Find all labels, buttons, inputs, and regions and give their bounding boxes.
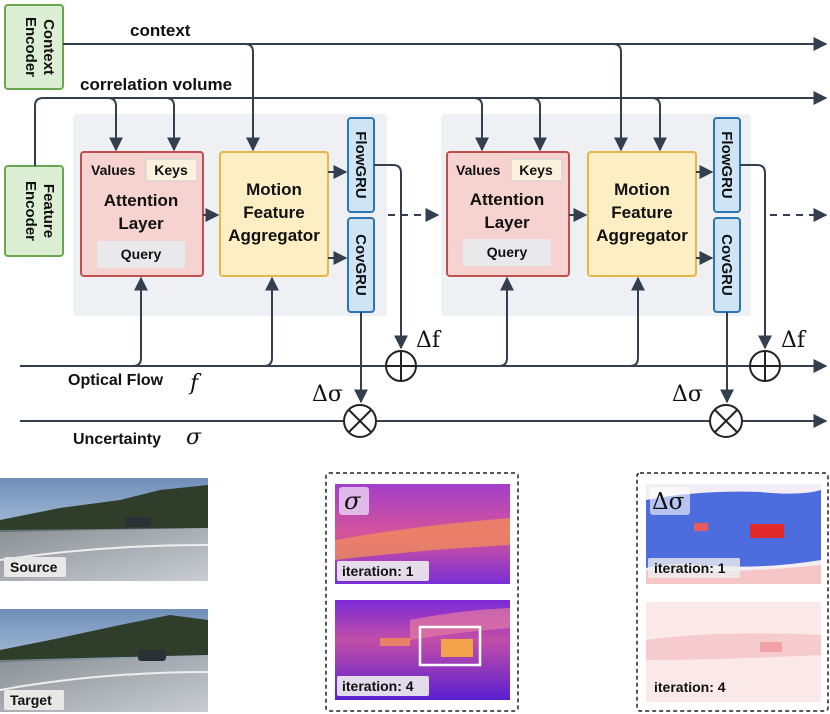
svg-text:Context: Context xyxy=(40,19,57,75)
svg-text:Query: Query xyxy=(487,244,528,260)
internal-arrows xyxy=(203,164,772,404)
svg-text:Feature: Feature xyxy=(611,203,672,222)
delta-f-label-2: Δf xyxy=(781,328,807,353)
add-operators xyxy=(385,350,781,382)
delta-iter1-label: iteration: 1 xyxy=(654,560,726,576)
svg-text:Aggregator: Aggregator xyxy=(596,226,688,245)
cov-gru-2: CovGRU xyxy=(713,217,741,313)
target-label: Target xyxy=(10,692,52,708)
highlight-box xyxy=(418,625,482,667)
delta-sigma-label-1: Δσ xyxy=(312,382,343,407)
delta-sigma-map-iter1: Δσ iteration: 1 xyxy=(646,484,821,584)
delta-sigma-panel-border xyxy=(636,472,829,712)
flow-gru-2: FlowGRU xyxy=(713,117,741,213)
context-label: context xyxy=(130,21,191,40)
context-encoder: Context Encoder xyxy=(4,4,64,90)
source-image: Source xyxy=(0,478,209,581)
svg-text:Encoder: Encoder xyxy=(22,17,39,77)
svg-text:Layer: Layer xyxy=(118,214,164,233)
svg-text:Attention: Attention xyxy=(470,190,545,209)
multiply-operators xyxy=(343,404,743,438)
svg-text:Aggregator: Aggregator xyxy=(228,226,320,245)
cov-gru-1: CovGRU xyxy=(347,217,375,313)
svg-text:FlowGRU: FlowGRU xyxy=(352,131,369,199)
optical-flow-line xyxy=(20,276,828,373)
svg-text:CovGRU: CovGRU xyxy=(718,234,735,296)
svg-text:Feature: Feature xyxy=(40,184,57,238)
svg-text:FlowGRU: FlowGRU xyxy=(718,131,735,199)
uncertainty-label: Uncertainty xyxy=(73,431,161,448)
motion-feature-aggregator-2: Motion Feature Aggregator xyxy=(587,151,697,277)
delta-sigma-map-iter4: iteration: 4 xyxy=(646,602,821,702)
svg-text:Motion: Motion xyxy=(246,180,302,199)
sigma-panel-border xyxy=(325,472,519,712)
keys-label: Keys xyxy=(154,162,188,178)
motion-feature-aggregator-1: Motion Feature Aggregator xyxy=(219,151,329,277)
svg-text:Layer: Layer xyxy=(484,213,530,232)
attention-layer-2: Values Keys Attention Layer Query xyxy=(446,151,570,277)
svg-text:Feature: Feature xyxy=(243,203,304,222)
svg-text:Values: Values xyxy=(456,162,501,178)
delta-sigma-label-2: Δσ xyxy=(672,382,703,407)
svg-text:Encoder: Encoder xyxy=(22,181,39,241)
flow-gru-1: FlowGRU xyxy=(347,117,375,213)
svg-text:Attention: Attention xyxy=(104,191,179,210)
sigma-map-iter4: iteration: 4 xyxy=(335,600,510,700)
svg-text:Δσ: Δσ xyxy=(652,489,685,515)
delta-f-label-1: Δf xyxy=(416,328,442,353)
correlation-line xyxy=(34,91,828,166)
attention-layer-1: Values Keys Attention Layer Query xyxy=(80,151,204,277)
target-image: Target xyxy=(0,609,209,712)
feature-encoder: Feature Encoder xyxy=(4,165,64,257)
optical-flow-label: Optical Flow xyxy=(68,372,164,389)
source-label: Source xyxy=(10,559,58,575)
correlation-label: correlation volume xyxy=(80,75,232,94)
svg-text:σ: σ xyxy=(344,487,361,515)
values-label: Values xyxy=(91,162,136,178)
sigma-iter1-label: iteration: 1 xyxy=(342,563,414,579)
svg-text:Keys: Keys xyxy=(519,162,553,178)
sigma-iter4-label: iteration: 4 xyxy=(342,678,414,694)
delta-iter4-label: iteration: 4 xyxy=(654,679,726,695)
f-symbol: f xyxy=(188,371,202,396)
svg-text:CovGRU: CovGRU xyxy=(352,234,369,296)
sigma-symbol: σ xyxy=(186,425,202,450)
context-line xyxy=(63,37,828,152)
query-label: Query xyxy=(121,246,162,262)
sigma-map-iter1: σ iteration: 1 xyxy=(335,484,510,584)
svg-text:Motion: Motion xyxy=(614,180,670,199)
